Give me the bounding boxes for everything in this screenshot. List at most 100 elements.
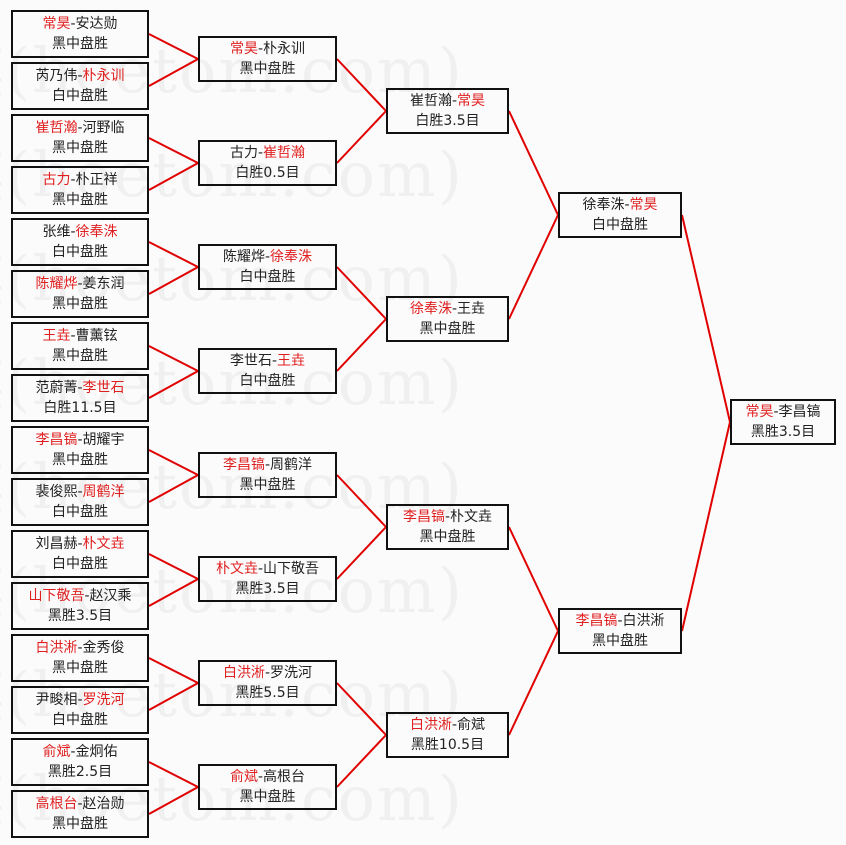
name-separator: - <box>77 536 83 552</box>
winner-name: 白洪淅 <box>35 640 78 656</box>
bracket-connector-line <box>508 630 559 736</box>
bracket-connector-line <box>336 682 387 736</box>
match-result: 黑中盘胜 <box>52 816 108 832</box>
bracket-connector-line <box>508 526 559 632</box>
match-players: 尹畯相-罗洗河 <box>13 690 147 710</box>
name-separator: - <box>84 588 90 604</box>
winner-name: 白洪淅 <box>409 717 452 733</box>
bracket-connector-line <box>148 474 199 503</box>
round-1-match: 白洪淅-金秀俊黑中盘胜 <box>11 634 149 682</box>
match-players: 李昌镐-胡耀宇 <box>13 430 147 450</box>
winner-name: 高根台 <box>35 796 78 812</box>
round-2-match: 俞斌-高根台黑中盘胜 <box>198 764 337 810</box>
winner-name: 陈耀烨 <box>35 276 78 292</box>
name-separator: - <box>624 197 630 213</box>
match-players: 崔哲瀚-常昊 <box>388 91 507 111</box>
match-result: 黑中盘胜 <box>52 296 108 312</box>
winner-name: 王垚 <box>277 353 306 369</box>
name-separator: - <box>77 432 83 448</box>
loser-name: 河野临 <box>82 120 125 136</box>
winner-name: 常昊 <box>42 16 71 32</box>
name-separator: - <box>257 145 264 161</box>
match-players: 白洪淅-俞斌 <box>388 715 507 735</box>
bracket-connector-line <box>148 657 199 684</box>
bracket-connector-line <box>148 682 199 711</box>
name-separator: - <box>264 665 271 681</box>
bracket-connector-line <box>148 786 199 815</box>
winner-name: 朴永训 <box>82 68 125 84</box>
winner-name: 李世石 <box>82 380 125 396</box>
match-result: 黑中盘胜 <box>52 348 108 364</box>
match-players: 白洪淅-金秀俊 <box>13 638 147 658</box>
match-result: 白中盘胜 <box>52 504 108 520</box>
round-1-match: 高根台-赵治勋黑中盘胜 <box>11 790 149 838</box>
round-2-match: 李昌镐-周鹤洋黑中盘胜 <box>198 452 337 498</box>
name-separator: - <box>264 457 271 473</box>
match-players: 范蔚菁-李世石 <box>13 378 147 398</box>
name-separator: - <box>257 41 264 57</box>
round-1-match: 尹畯相-罗洗河白中盘胜 <box>11 686 149 734</box>
winner-name: 山下敬吾 <box>28 588 85 604</box>
round-1-match: 裴俊熙-周鹤洋白中盘胜 <box>11 478 149 526</box>
match-result: 黑中盘胜 <box>52 140 108 156</box>
match-result: 白胜0.5目 <box>235 165 300 181</box>
name-separator: - <box>773 404 779 420</box>
bracket-connector-line <box>148 553 199 580</box>
bracket-connector-line <box>148 370 199 399</box>
match-players: 徐奉洙-常昊 <box>560 195 680 215</box>
winner-name: 李昌镐 <box>35 432 78 448</box>
round-3-match: 李昌镐-朴文垚黑中盘胜 <box>386 504 509 550</box>
name-separator: - <box>451 301 458 317</box>
match-result: 白中盘胜 <box>52 244 108 260</box>
bracket-connector-line <box>336 58 387 112</box>
winner-name: 白洪淅 <box>222 665 265 681</box>
loser-name: 李世石 <box>229 353 272 369</box>
match-result: 白中盘胜 <box>52 88 108 104</box>
bracket-connector-line <box>336 318 387 372</box>
match-result: 白中盘胜 <box>592 217 648 233</box>
loser-name: 安达勋 <box>75 16 118 32</box>
round-2-match: 李世石-王垚白中盘胜 <box>198 348 337 394</box>
name-separator: - <box>70 224 76 240</box>
round-1-match: 王垚-曹薰铉黑中盘胜 <box>11 322 149 370</box>
loser-name: 王垚 <box>457 301 486 317</box>
winner-name: 俞斌 <box>42 744 71 760</box>
winner-name: 崔哲瀚 <box>263 145 306 161</box>
name-separator: - <box>70 328 76 344</box>
bracket-connector-line <box>148 33 199 60</box>
loser-name: 高根台 <box>263 769 306 785</box>
round-1-match: 芮乃伟-朴永训白中盘胜 <box>11 62 149 110</box>
match-result: 黑中盘胜 <box>239 61 296 77</box>
match-result: 黑胜3.5目 <box>235 581 300 597</box>
name-separator: - <box>77 68 83 84</box>
loser-name: 罗洗河 <box>270 665 313 681</box>
loser-name: 赵治勋 <box>82 796 125 812</box>
match-players: 李世石-王垚 <box>200 351 335 371</box>
loser-name: 胡耀宇 <box>82 432 125 448</box>
winner-name: 王垚 <box>42 328 71 344</box>
round-1-match: 李昌镐-胡耀宇黑中盘胜 <box>11 426 149 474</box>
round-1-match: 张维-徐奉洙白中盘胜 <box>11 218 149 266</box>
winner-name: 徐奉洙 <box>409 301 452 317</box>
match-result: 黑中盘胜 <box>419 529 476 545</box>
match-result: 黑中盘胜 <box>592 633 648 649</box>
loser-name: 俞斌 <box>457 717 486 733</box>
name-separator: - <box>451 93 458 109</box>
match-result: 白中盘胜 <box>52 712 108 728</box>
match-players: 李昌镐-周鹤洋 <box>200 455 335 475</box>
round-2-match: 古力-崔哲瀚白胜0.5目 <box>198 140 337 186</box>
name-separator: - <box>77 692 83 708</box>
winner-name: 罗洗河 <box>82 692 125 708</box>
winner-name: 崔哲瀚 <box>35 120 78 136</box>
name-separator: - <box>77 484 83 500</box>
name-separator: - <box>70 172 76 188</box>
match-result: 黑胜5.5目 <box>235 685 300 701</box>
round-1-match: 常昊-安达勋黑中盘胜 <box>11 10 149 58</box>
final-match: 常昊-李昌镐黑胜3.5目 <box>730 399 836 445</box>
match-players: 常昊-安达勋 <box>13 14 147 34</box>
loser-name: 赵汉乘 <box>89 588 132 604</box>
round-2-match: 白洪淅-罗洗河黑胜5.5目 <box>198 660 337 706</box>
name-separator: - <box>257 769 264 785</box>
round-2-match: 朴文垚-山下敬吾黑胜3.5目 <box>198 556 337 602</box>
